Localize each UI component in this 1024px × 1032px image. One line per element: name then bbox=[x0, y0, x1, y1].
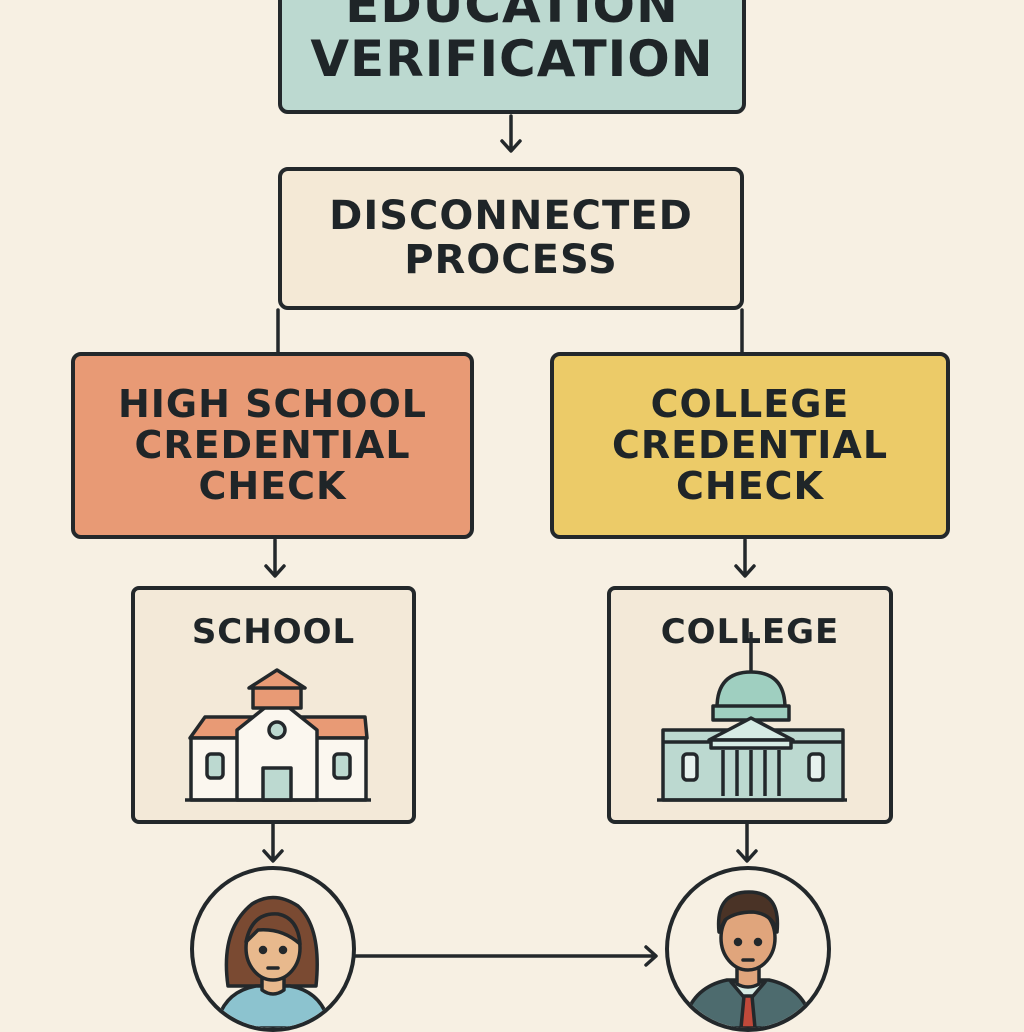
college-check-line3: CHECK bbox=[676, 464, 824, 509]
process-line2: PROCESS bbox=[404, 236, 618, 283]
title-line1: EDUCATION bbox=[345, 0, 679, 34]
school-box: SCHOOL bbox=[131, 586, 416, 824]
man-avatar bbox=[665, 866, 831, 1032]
school-building-icon bbox=[185, 668, 371, 802]
man-avatar-icon bbox=[681, 890, 815, 1028]
college-box: COLLEGE bbox=[607, 586, 893, 824]
college-check-line2: CREDENTIAL bbox=[611, 422, 889, 467]
title-line2: VERIFICATION bbox=[310, 30, 714, 88]
arrow-college-to-person bbox=[736, 822, 758, 863]
arrow-college-to-college bbox=[734, 538, 756, 578]
college-credential-check-box: COLLEGE CREDENTIAL CHECK bbox=[550, 352, 950, 539]
hs-line1: HIGH SCHOOL bbox=[117, 381, 428, 426]
disconnected-process-box: DISCONNECTED PROCESS bbox=[278, 167, 744, 310]
arrow-hs-to-school bbox=[264, 538, 286, 578]
college-check-line1: COLLEGE bbox=[650, 381, 850, 426]
high-school-credential-check-box: HIGH SCHOOL CREDENTIAL CHECK bbox=[71, 352, 474, 539]
arrow-person-to-person bbox=[354, 945, 658, 967]
process-line1: DISCONNECTED bbox=[329, 193, 693, 240]
arrow-title-to-process bbox=[500, 114, 522, 153]
college-building-icon bbox=[657, 632, 847, 802]
education-verification-box: EDUCATION VERIFICATION bbox=[278, 0, 746, 114]
hs-line2: CREDENTIAL bbox=[134, 422, 411, 467]
school-label: SCHOOL bbox=[191, 612, 356, 652]
woman-avatar bbox=[190, 866, 356, 1032]
arrow-school-to-person bbox=[262, 822, 284, 863]
woman-avatar-icon bbox=[214, 895, 332, 1028]
hs-line3: CHECK bbox=[198, 464, 347, 509]
